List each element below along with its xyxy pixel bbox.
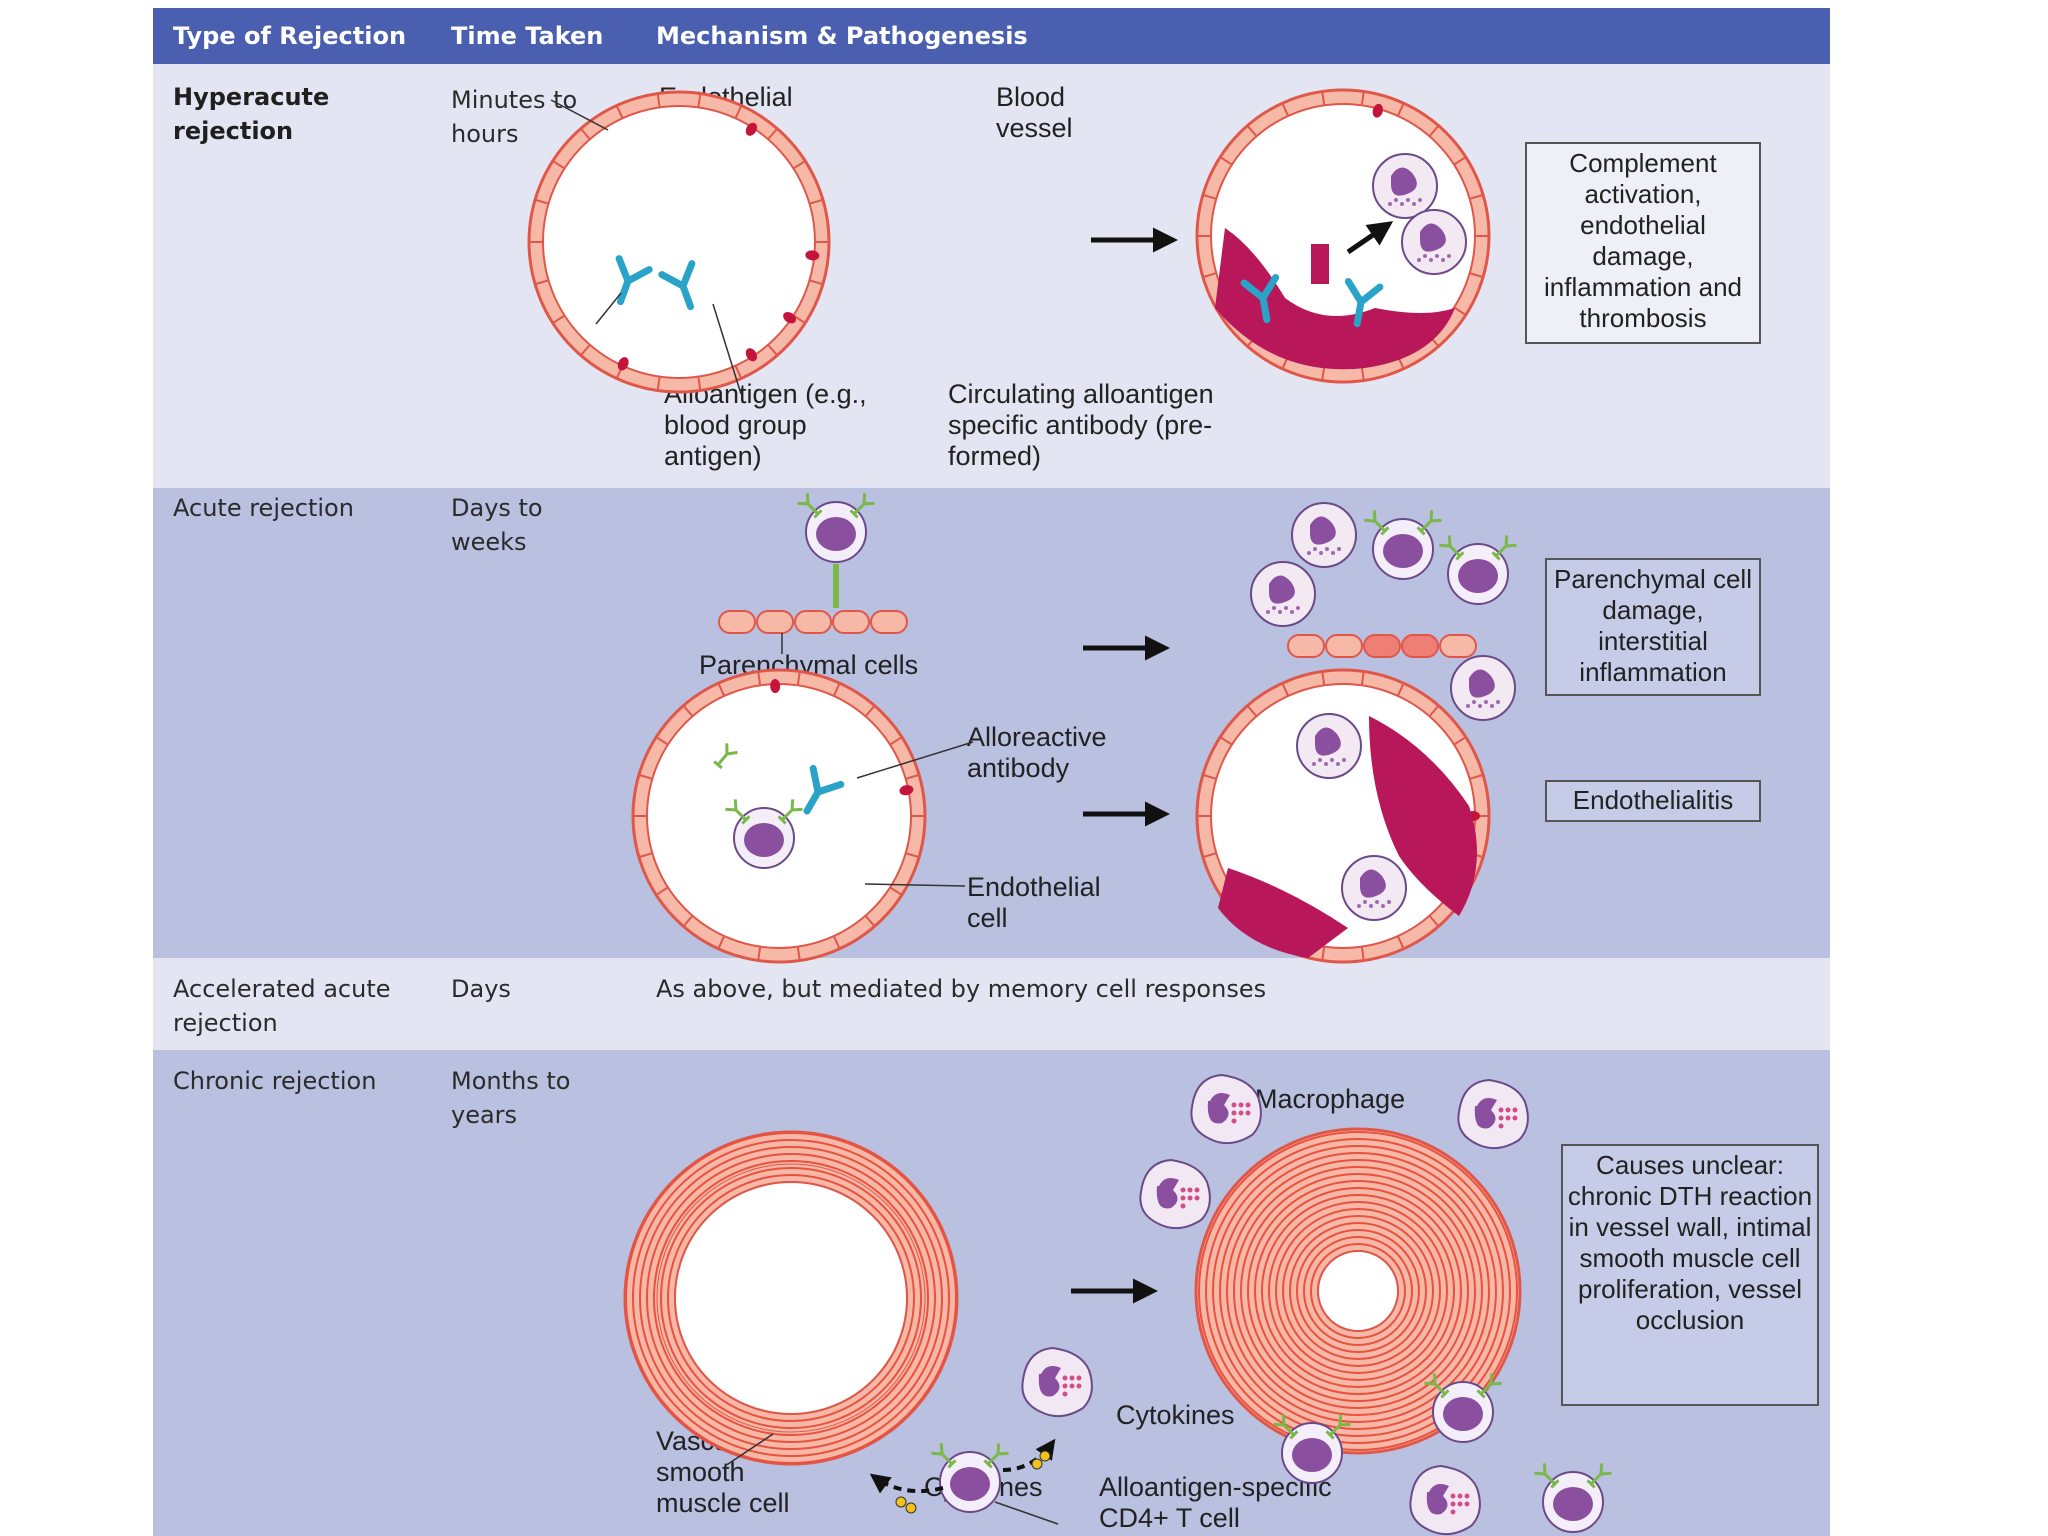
neutrophil-icon [1401, 209, 1467, 275]
antibody-label: Circulating alloantigen specific antibod… [948, 379, 1214, 471]
antibody-icon [803, 764, 845, 815]
receptor-icon [1424, 1373, 1450, 1399]
row-hyperacute: Hyperacute rejection Minutes to hours En… [153, 64, 1830, 488]
receptor-icon [931, 1443, 957, 1469]
cytokine-arrow [1002, 1438, 1056, 1472]
cytokines-right-label: Cytokines [1116, 1400, 1235, 1430]
macrophage-icon [1139, 1158, 1211, 1230]
neutrophil-icon [1341, 855, 1407, 921]
header-time: Time Taken [451, 22, 604, 50]
neutrophil-icon [1372, 153, 1438, 219]
vessel-normal-icon [527, 90, 831, 394]
row-type: Chronic rejection [173, 1067, 377, 1095]
lymphocyte-icon [1447, 543, 1509, 605]
outcome-box: Complement activation, endothelial damag… [1525, 142, 1761, 344]
row-accelerated: Accelerated acute rejection Days As abov… [153, 958, 1830, 1050]
macrophage-icon [1457, 1078, 1529, 1150]
leader-line [550, 99, 609, 131]
lymphocyte-icon [1432, 1381, 1494, 1443]
vessel-wall-damage [1369, 716, 1477, 916]
lymphocyte-icon [939, 1451, 1001, 1513]
antibody-icon [1240, 273, 1280, 324]
header-type: Type of Rejection [173, 22, 407, 50]
header-mechanism: Mechanism & Pathogenesis [656, 22, 1028, 50]
leader-line [856, 741, 974, 779]
antibody-icon [658, 260, 696, 311]
macrophage-label: Macrophage [1255, 1084, 1406, 1114]
vessel-occluded-icon [1194, 1127, 1522, 1455]
receptor-icon [713, 743, 738, 770]
leader-line [724, 1433, 774, 1467]
alloreactive-antibody-label: Alloreactive antibody [967, 722, 1107, 783]
row-time: Months to years [451, 1067, 571, 1129]
receptor-icon [797, 493, 823, 519]
leader-line [994, 1501, 1059, 1525]
row-chronic: Chronic rejection Months to years Macrop… [153, 1050, 1830, 1536]
receptor-icon [1325, 1414, 1351, 1440]
outcome-box-parenchymal: Parenchymal cell damage, interstitial in… [1545, 558, 1761, 696]
row-acute: Acute rejection Days to weeks Parenchyma… [153, 488, 1830, 958]
neutrophil-icon [1296, 713, 1362, 779]
arrow-right-icon [1346, 221, 1394, 255]
receptor-icon [777, 799, 803, 825]
receptor-icon [1416, 510, 1442, 536]
cytokine-arrow [869, 1473, 944, 1494]
antibody-icon [1344, 277, 1384, 328]
cytokine-dot [895, 1496, 907, 1508]
platelet-plug [1311, 244, 1329, 284]
leader-line [864, 883, 966, 887]
receptor-icon [725, 799, 751, 825]
outcome-box-endothelialitis: Endothelialitis [1545, 780, 1761, 822]
row-type: Hyperacute rejection [173, 83, 330, 145]
table-header: Type of Rejection Time Taken Mechanism &… [153, 8, 1830, 64]
vessel-thickened-icon [623, 1130, 959, 1466]
neutrophil-icon [1291, 502, 1357, 568]
receptor-icon [1491, 535, 1517, 561]
cytokine-dot [905, 1502, 917, 1514]
leader-line [712, 303, 742, 395]
row-type: Accelerated acute rejection [173, 975, 391, 1037]
row-mechanism: As above, but mediated by memory cell re… [656, 975, 1267, 1003]
lymphocyte-icon [1372, 518, 1434, 580]
receptor-icon [1476, 1373, 1502, 1399]
row-time: Days to weeks [451, 494, 543, 556]
antibody-icon [615, 255, 653, 306]
receptor-icon [1439, 535, 1465, 561]
lymphocyte-icon [733, 807, 795, 869]
endothelial-cell-label: Endothelial cell [967, 872, 1101, 933]
cytokine-dot [1031, 1458, 1043, 1470]
cytokine-dot [1039, 1450, 1051, 1462]
neutrophil-icon [1450, 655, 1516, 721]
blood-vessel-label: Blood vessel [996, 82, 1073, 143]
damaged-parenchymal-icon [1287, 634, 1477, 658]
outcome-box: Causes unclear: chronic DTH reaction in … [1561, 1144, 1819, 1406]
receptor-icon [1586, 1463, 1612, 1489]
rejection-table: Type of Rejection Time Taken Mechanism &… [153, 8, 1830, 1536]
macrophage-icon [1409, 1464, 1481, 1536]
illustration-layer [527, 88, 1612, 1536]
lymphocyte-icon [1281, 1422, 1343, 1484]
receptor-icon [1273, 1414, 1299, 1440]
row-time: Days [451, 975, 511, 1003]
vessel-wall-damage [1218, 868, 1348, 958]
leader-line [595, 292, 622, 325]
receptor-icon [1534, 1463, 1560, 1489]
neutrophil-icon [1250, 561, 1316, 627]
row-time: Minutes to hours [451, 86, 578, 148]
lymphocyte-icon [805, 501, 867, 563]
lymphocyte-icon [1542, 1471, 1604, 1533]
thrombus-shape [1215, 228, 1455, 370]
macrophage-icon [1021, 1346, 1093, 1418]
macrophage-icon [1190, 1073, 1262, 1145]
parenchymal-cells-icon [718, 610, 908, 634]
row-type: Acute rejection [173, 494, 354, 522]
t-cell-label: Alloantigen-specific CD4+ T cell [1099, 1472, 1332, 1533]
receptor-icon [1364, 510, 1390, 536]
endothelium-ring [656, 1163, 926, 1433]
receptor-icon [849, 493, 875, 519]
receptor-icon [983, 1443, 1009, 1469]
